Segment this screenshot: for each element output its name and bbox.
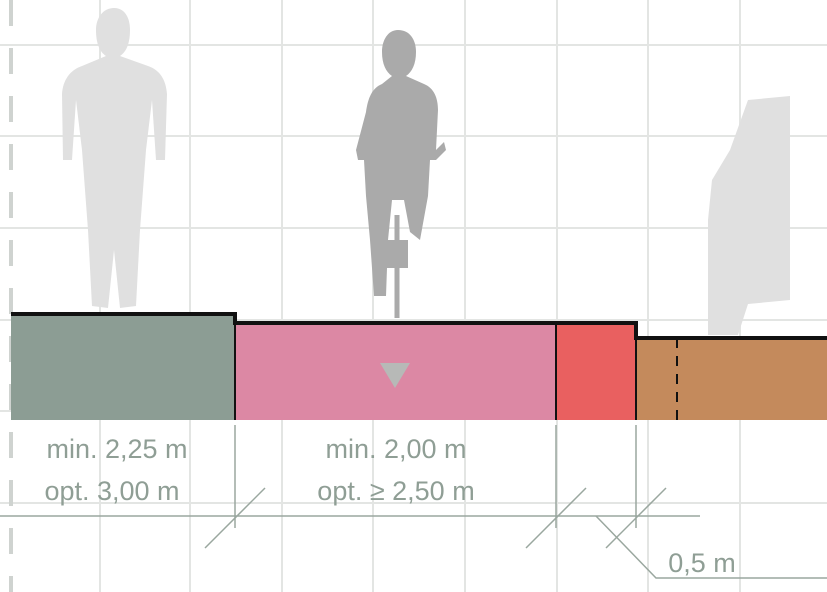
pedestrian-icon: [62, 8, 167, 308]
sidewalk-section: [11, 314, 235, 420]
buffer-width-label: 0,5 m: [668, 548, 736, 578]
bikelane-opt-width-label: opt. ≥ 2,50 m: [317, 476, 474, 506]
sidewalk-min-width-label: min. 2,25 m: [46, 434, 187, 464]
safety-buffer-section: [556, 323, 636, 420]
cyclist-icon: [356, 30, 446, 318]
dimension-lines: [0, 425, 827, 579]
parking-lane-section: [636, 338, 827, 420]
parked-car-icon: [708, 96, 790, 335]
down-triangle-icon: [380, 363, 410, 388]
sidewalk-opt-width-label: opt. 3,00 m: [44, 476, 179, 506]
bikelane-min-width-label: min. 2,00 m: [325, 434, 466, 464]
section-outlines: [11, 312, 827, 420]
